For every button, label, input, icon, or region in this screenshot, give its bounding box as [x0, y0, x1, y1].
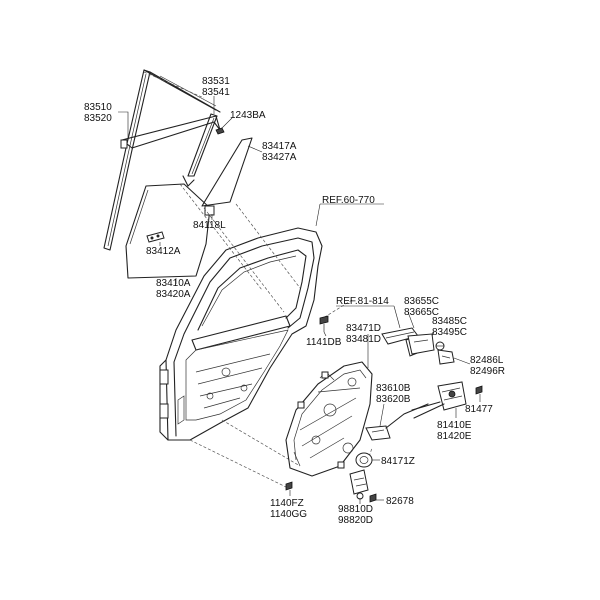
label-81477: 81477	[465, 404, 493, 415]
label-83471d: 83471D	[346, 323, 381, 334]
label-82678: 82678	[386, 496, 414, 507]
label-83665c: 83665C	[404, 307, 439, 318]
label-83485c: 83485C	[432, 316, 467, 327]
part-labels: 83531 83541 83510 83520 1243BA 83417A 83…	[84, 76, 505, 526]
label-83655c: 83655C	[404, 296, 439, 307]
screw-82678	[369, 493, 377, 503]
division-channel	[182, 113, 218, 187]
label-83510: 83510	[84, 102, 112, 113]
handle-base	[407, 333, 445, 355]
handle-cover	[437, 349, 455, 365]
label-84171z: 84171Z	[381, 456, 415, 467]
label-84118l: 84118L	[193, 220, 226, 231]
door-module-panel	[285, 361, 373, 477]
speaker-grommet	[355, 452, 373, 468]
label-83417a: 83417A	[262, 141, 297, 152]
label-1140fz: 1140FZ	[270, 498, 304, 509]
label-ref-81-814: REF.81-814	[336, 296, 389, 307]
label-83410a: 83410A	[156, 278, 191, 289]
label-83420a: 83420A	[156, 289, 191, 300]
screw-81477	[475, 385, 483, 395]
label-98820d: 98820D	[338, 515, 373, 526]
screw-1243ba	[215, 127, 225, 135]
door-glass	[125, 183, 211, 279]
label-83520: 83520	[84, 113, 112, 124]
bolt-1141db	[319, 315, 329, 332]
glass-clip-83412a	[146, 231, 165, 243]
label-83495c: 83495C	[432, 327, 467, 338]
label-98810d: 98810D	[338, 504, 373, 515]
label-83610b: 83610B	[376, 383, 411, 394]
label-83427a: 83427A	[262, 152, 297, 163]
label-ref-60-770: REF.60-770	[322, 195, 375, 206]
label-1141db: 1141DB	[306, 337, 342, 348]
leader-lines	[118, 96, 481, 504]
label-81410e: 81410E	[437, 420, 472, 431]
label-83481d: 83481D	[346, 334, 381, 345]
label-81420e: 81420E	[437, 431, 472, 442]
label-83620b: 83620B	[376, 394, 411, 405]
label-1243ba: 1243BA	[230, 110, 266, 121]
door-panel	[159, 227, 323, 441]
label-1140gg: 1140GG	[270, 509, 307, 520]
inside-handle	[365, 425, 391, 441]
label-82496r: 82496R	[470, 366, 505, 377]
label-82486l: 82486L	[470, 355, 504, 366]
screw-1140fz	[285, 481, 293, 491]
label-83531: 83531	[202, 76, 230, 87]
window-motor	[349, 469, 369, 500]
label-83412a: 83412A	[146, 246, 181, 257]
guide-lines	[143, 71, 373, 489]
quarter-glass	[201, 137, 253, 207]
door-latch	[385, 381, 467, 429]
pad-84118l	[204, 205, 215, 216]
label-83541: 83541	[202, 87, 230, 98]
